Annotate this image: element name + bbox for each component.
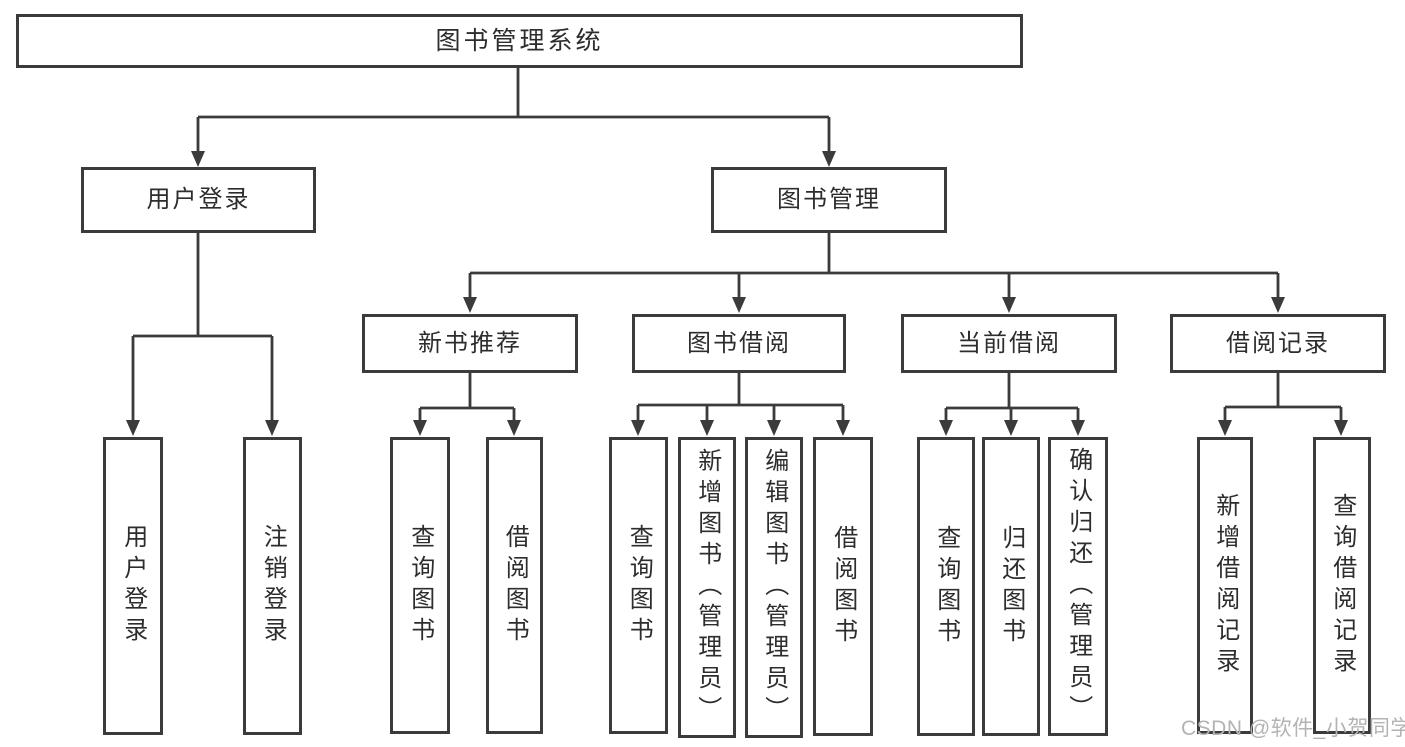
leaf-records-add-record: 新增借阅记录 — [1197, 437, 1253, 734]
node-current-borrowing: 当前借阅 — [901, 314, 1117, 373]
leaf-borrowing-edit-book-admin: 编辑图书（管理员） — [745, 437, 803, 738]
leaf-newbooks-query-book: 查询图书 — [390, 437, 450, 734]
node-user-login: 用户登录 — [81, 167, 316, 233]
leaf-records-query-record: 查询借阅记录 — [1313, 437, 1371, 734]
connector-records — [1218, 373, 1348, 436]
leaf-current-return-book: 归还图书 — [982, 437, 1040, 736]
node-borrowing-records: 借阅记录 — [1170, 314, 1386, 373]
node-book-borrowing: 图书借阅 — [632, 314, 846, 373]
connector-book-mgmt — [463, 233, 1285, 313]
leaf-user-login: 用户登录 — [103, 437, 163, 735]
csdn-watermark: CSDN @软件_小贺同学 — [1181, 717, 1405, 740]
connector-root — [191, 68, 836, 167]
leaf-borrowing-query-book: 查询图书 — [609, 437, 668, 734]
leaf-logout: 注销登录 — [243, 437, 302, 735]
connector-user-login — [126, 233, 279, 436]
leaf-current-query-book: 查询图书 — [917, 437, 975, 736]
leaf-borrowing-add-book-admin: 新增图书（管理员） — [678, 437, 736, 738]
leaf-newbooks-borrow-book: 借阅图书 — [486, 437, 543, 734]
node-book-management: 图书管理 — [711, 167, 947, 233]
node-root-library-system: 图书管理系统 — [16, 14, 1023, 68]
node-new-book-recommend: 新书推荐 — [362, 314, 578, 373]
leaf-current-confirm-return-admin: 确认归还（管理员） — [1048, 437, 1108, 736]
connector-new-books — [413, 373, 521, 436]
connector-current — [939, 373, 1085, 436]
connector-borrowing — [631, 373, 850, 436]
leaf-borrowing-borrow-book: 借阅图书 — [813, 437, 873, 736]
